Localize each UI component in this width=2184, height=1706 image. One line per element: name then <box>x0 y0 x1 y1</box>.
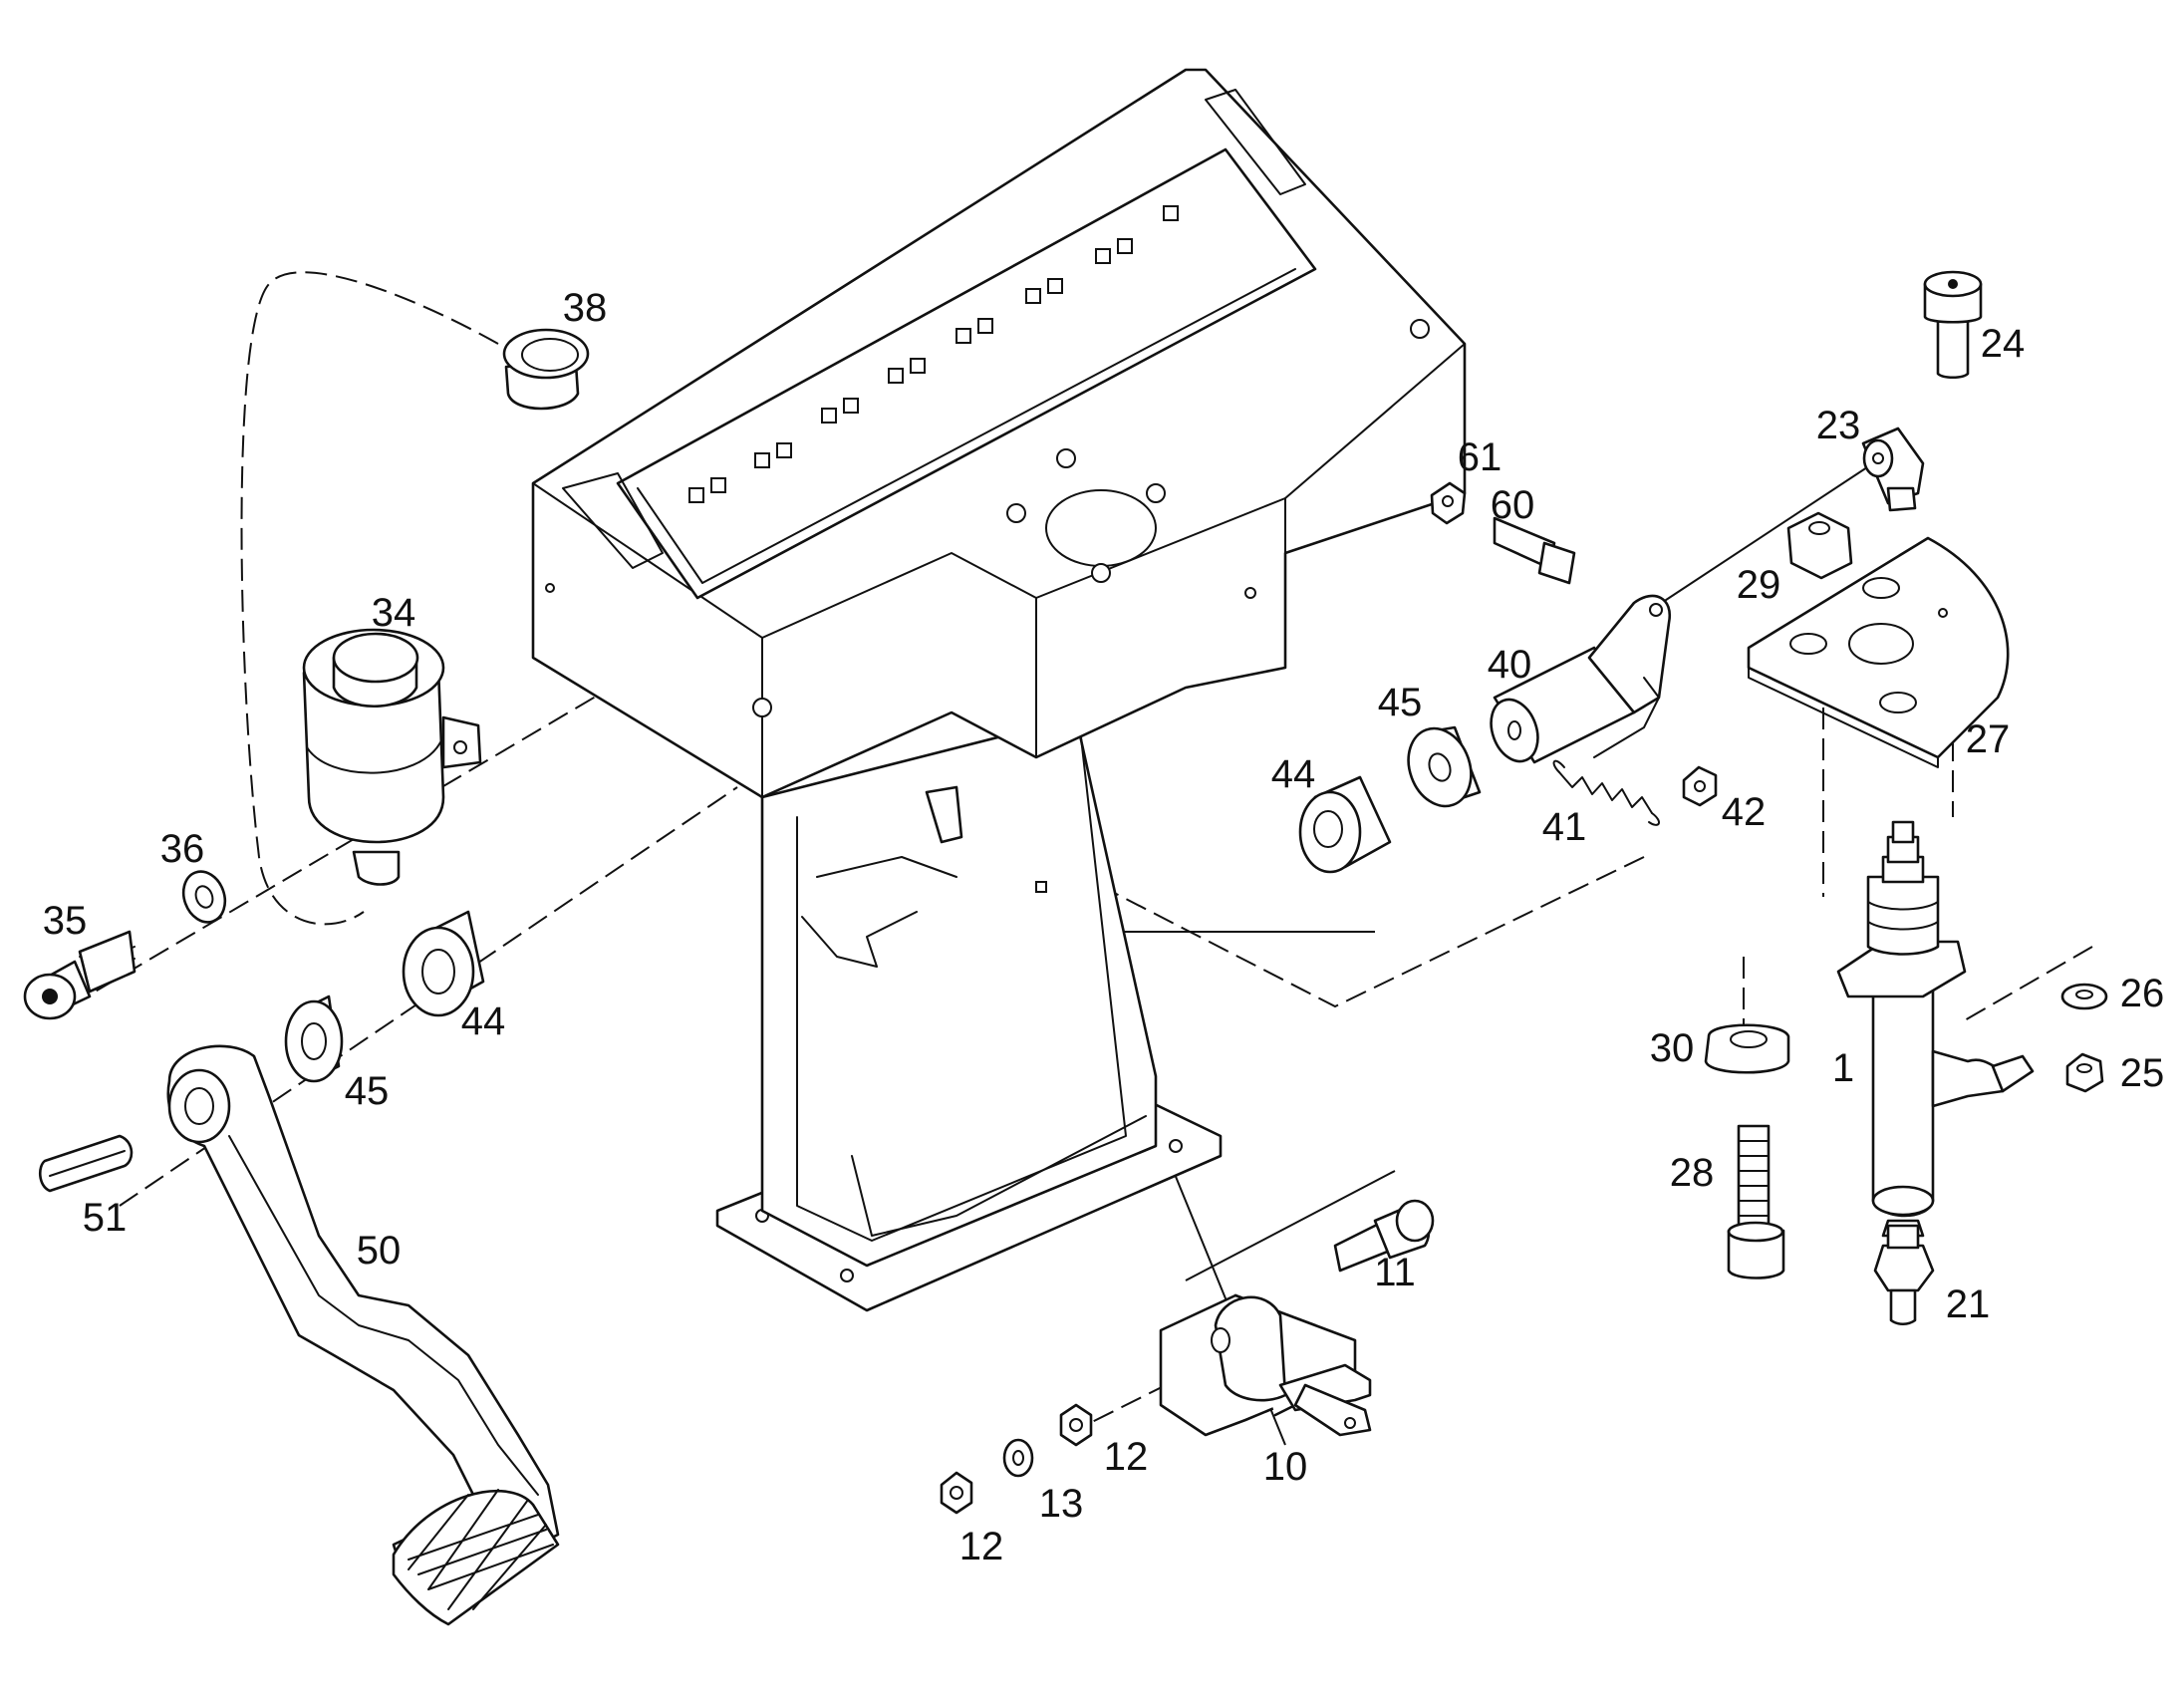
part-30-saddle-washer <box>1704 1023 1790 1074</box>
callout-51: 51 <box>83 1196 128 1240</box>
part-24-bolt <box>1923 270 1983 380</box>
part-35-bolt <box>23 930 136 1020</box>
part-11-bolt <box>1333 1199 1435 1273</box>
part-10-bracket <box>1159 1293 1372 1437</box>
part-41-spring <box>1552 759 1660 826</box>
callout-26: 26 <box>2120 972 2165 1015</box>
callout-12b: 12 <box>959 1525 1004 1568</box>
part-23-clevis <box>1861 426 1925 512</box>
callout-44b: 44 <box>461 999 506 1043</box>
part-34-reservoir <box>302 628 482 886</box>
callout-11: 11 <box>1374 1251 1416 1294</box>
callout-27: 27 <box>1966 717 2011 761</box>
part-61-nut <box>1430 481 1467 525</box>
part-44-bushing-right <box>1298 775 1392 874</box>
callout-41: 41 <box>1542 805 1587 849</box>
callout-38: 38 <box>563 286 608 330</box>
callout-1: 1 <box>1832 1046 1854 1090</box>
part-38-cap-ring <box>502 328 590 411</box>
part-21-fitting <box>1873 1224 1935 1326</box>
callout-21: 21 <box>1946 1282 1991 1326</box>
callout-labels: 1 10 11 12 12 13 21 23 24 25 26 27 28 29… <box>43 286 2165 1568</box>
callout-45b: 45 <box>345 1069 390 1113</box>
part-12-nut-lower <box>940 1471 973 1515</box>
part-13-washer <box>1002 1438 1034 1478</box>
part-1-master-cylinder <box>1836 820 2035 1238</box>
part-45-washer-left <box>284 995 344 1083</box>
pedal-frame-housing <box>531 68 1467 1312</box>
callout-30: 30 <box>1650 1026 1695 1070</box>
part-60-bolt <box>1493 516 1576 585</box>
part-51-split-pin <box>39 1134 134 1193</box>
callout-28: 28 <box>1670 1151 1715 1195</box>
part-28-bolt <box>1727 1124 1785 1280</box>
callout-42: 42 <box>1722 790 1767 834</box>
part-29-nut <box>1786 511 1853 580</box>
part-25-nut <box>2065 1052 2104 1093</box>
callout-12a: 12 <box>1104 1435 1149 1479</box>
callout-60: 60 <box>1491 483 1535 527</box>
callout-34: 34 <box>372 591 416 635</box>
part-42-nut <box>1682 765 1718 807</box>
callout-61: 61 <box>1458 435 1502 479</box>
callout-50: 50 <box>357 1229 402 1273</box>
callout-44a: 44 <box>1271 752 1316 796</box>
callout-23: 23 <box>1816 404 1861 447</box>
part-36-washer <box>181 870 227 924</box>
callout-36: 36 <box>160 827 205 871</box>
housing-square-holes <box>688 205 1179 503</box>
callout-13: 13 <box>1039 1482 1084 1526</box>
part-50-pedal-lever <box>166 1044 560 1626</box>
callout-35: 35 <box>43 899 88 943</box>
callout-45a: 45 <box>1378 681 1423 724</box>
part-45-washer-right <box>1407 725 1482 808</box>
part-26-washer <box>2060 983 2108 1010</box>
part-44-bushing-left <box>402 910 485 1017</box>
part-40-shaft-arm <box>1490 594 1672 764</box>
callout-29: 29 <box>1737 563 1781 607</box>
callout-25: 25 <box>2120 1051 2165 1095</box>
callout-10: 10 <box>1263 1445 1308 1489</box>
part-12-nut-upper <box>1059 1403 1093 1447</box>
callout-40: 40 <box>1488 643 1532 687</box>
part-27-mounting-plate <box>1747 536 2010 768</box>
callout-24: 24 <box>1981 322 2026 366</box>
